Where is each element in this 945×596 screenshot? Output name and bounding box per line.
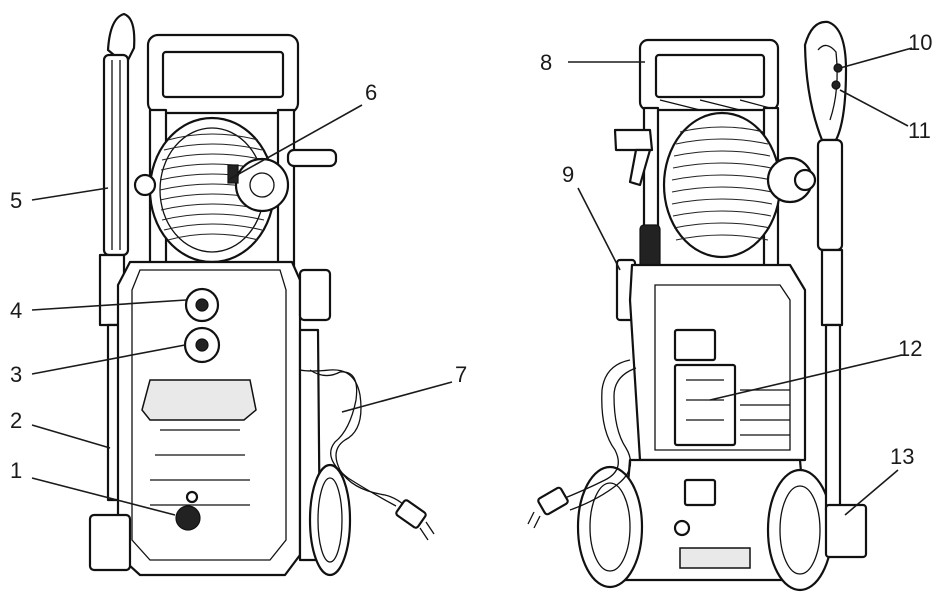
callout-3: 3 bbox=[10, 362, 22, 387]
callout-8: 8 bbox=[540, 50, 552, 75]
callout-10: 10 bbox=[908, 30, 932, 55]
callout-labels: 1 2 3 4 5 6 7 8 9 10 11 12 13 bbox=[10, 30, 932, 483]
leader-2 bbox=[31, 424, 111, 449]
callout-11: 11 bbox=[908, 118, 931, 143]
callout-1: 1 bbox=[10, 458, 22, 483]
back-power-cord bbox=[527, 359, 637, 529]
back-body bbox=[618, 263, 812, 582]
callout-13: 13 bbox=[890, 444, 914, 469]
callout-9: 9 bbox=[562, 162, 574, 187]
callout-4: 4 bbox=[10, 298, 22, 323]
front-wheel bbox=[308, 463, 352, 577]
leader-13 bbox=[844, 469, 899, 516]
callout-2: 2 bbox=[10, 408, 22, 433]
front-outlet bbox=[175, 505, 201, 531]
back-wheel-right bbox=[766, 468, 834, 592]
callout-5: 5 bbox=[10, 188, 22, 213]
front-hose-reel bbox=[133, 116, 338, 264]
callout-6: 6 bbox=[365, 80, 377, 105]
leader-11 bbox=[839, 89, 909, 127]
callout-12: 12 bbox=[898, 336, 922, 361]
back-view-machine bbox=[527, 20, 868, 592]
front-view-machine bbox=[88, 12, 435, 577]
front-body bbox=[88, 260, 302, 577]
leader-3 bbox=[31, 344, 186, 375]
leader-4 bbox=[31, 299, 187, 311]
leader-12 bbox=[709, 354, 903, 401]
leader-10 bbox=[839, 47, 913, 69]
leader-lines bbox=[31, 47, 913, 516]
leader-1 bbox=[31, 477, 176, 516]
leader-6 bbox=[227, 104, 363, 181]
leader-7 bbox=[341, 381, 453, 413]
back-trigger-gun bbox=[803, 20, 868, 559]
back-hose-reel bbox=[613, 111, 817, 259]
leader-9 bbox=[577, 187, 621, 271]
back-wheel-left bbox=[576, 465, 644, 589]
callout-7: 7 bbox=[455, 362, 467, 387]
leader-5 bbox=[31, 187, 109, 201]
front-power-cord bbox=[299, 369, 435, 541]
